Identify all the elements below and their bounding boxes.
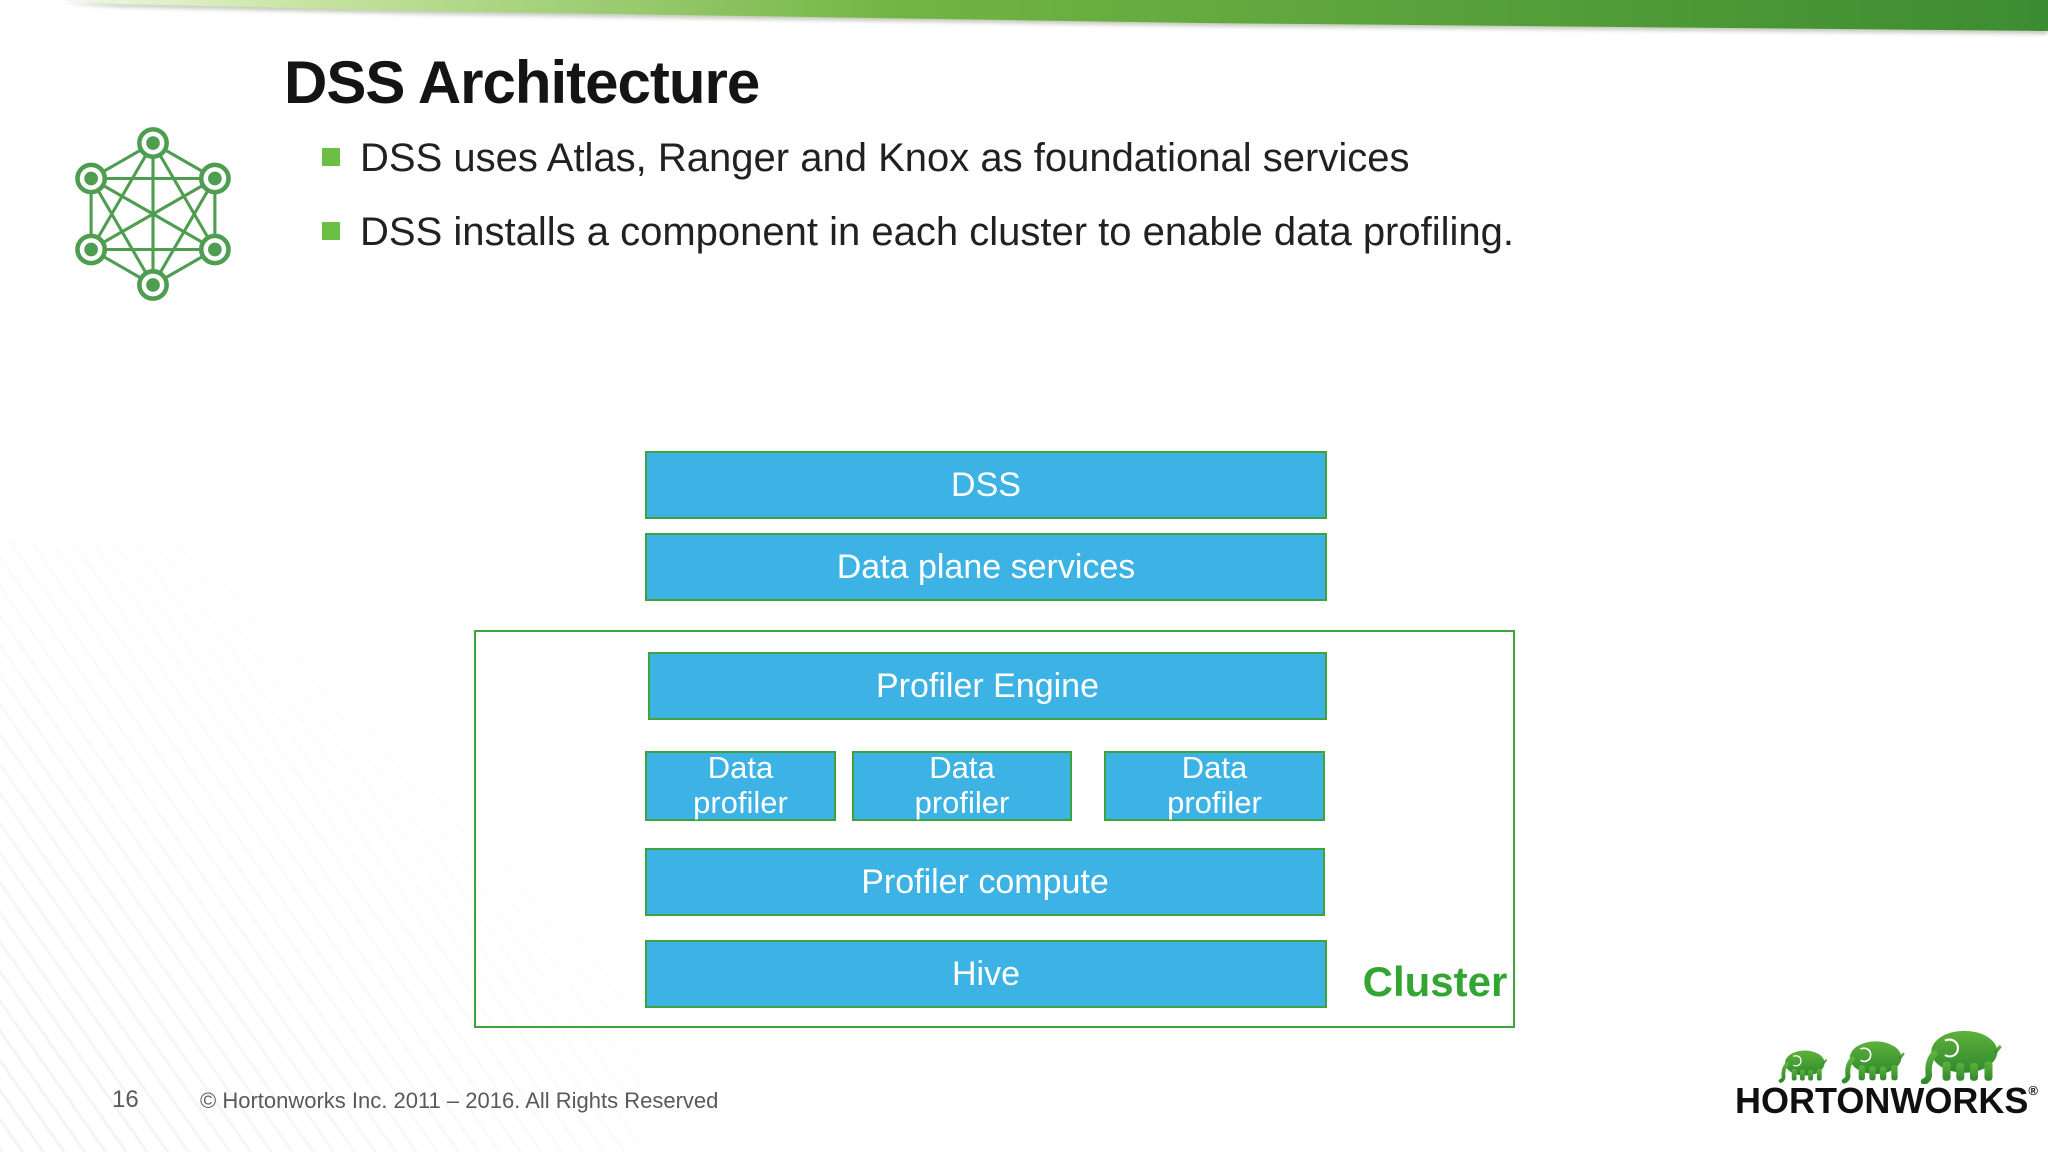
diagram-box-hive: Hive (645, 940, 1327, 1008)
data-profiler-label: Data profiler (1167, 750, 1262, 820)
data-profiler-label: Data profiler (914, 750, 1010, 820)
top-ribbon-decoration (60, 0, 2048, 31)
hortonworks-logo: HORTONWORKS® (1735, 1026, 2047, 1130)
slide-title: DSS Architecture (284, 49, 760, 116)
diagram-box-dss: DSS (645, 451, 1327, 519)
diagram-box-data-plane-services: Data plane services (645, 533, 1327, 601)
bullet-item: DSS installs a component in each cluster… (322, 208, 1514, 256)
bullet-text: DSS uses Atlas, Ranger and Knox as found… (360, 136, 1410, 180)
bullet-list: DSS uses Atlas, Ranger and Knox as found… (322, 134, 1514, 282)
logo-wordmark: HORTONWORKS® (1735, 1080, 2047, 1122)
bullet-square-icon (322, 148, 340, 166)
diagram-box-data-profiler-1: Data profiler (645, 750, 836, 821)
data-profiler-label: Data profiler (693, 750, 788, 820)
diagram-box-profiler-engine: Profiler Engine (648, 652, 1327, 720)
copyright-text: © Hortonworks Inc. 2011 – 2016. All Righ… (200, 1088, 719, 1113)
page-number: 16 (112, 1086, 139, 1113)
bullet-item: DSS uses Atlas, Ranger and Knox as found… (322, 134, 1514, 182)
bullet-text: DSS installs a component in each cluster… (360, 210, 1515, 254)
registered-trademark-icon: ® (2028, 1083, 2038, 1098)
network-hexagon-icon (75, 127, 231, 301)
diagram-box-profiler-compute: Profiler compute (645, 848, 1325, 916)
diagram-box-data-profiler-3: Data profiler (1104, 750, 1325, 821)
diagram-box-data-profiler-2: Data profiler (852, 750, 1072, 821)
elephants-icon (1778, 1026, 2033, 1084)
background-texture (0, 540, 640, 1152)
cluster-label: Cluster (1362, 958, 1508, 1005)
bullet-square-icon (322, 222, 340, 240)
logo-text: HORTONWORKS (1735, 1080, 2029, 1121)
cluster-boundary (474, 630, 1515, 1028)
